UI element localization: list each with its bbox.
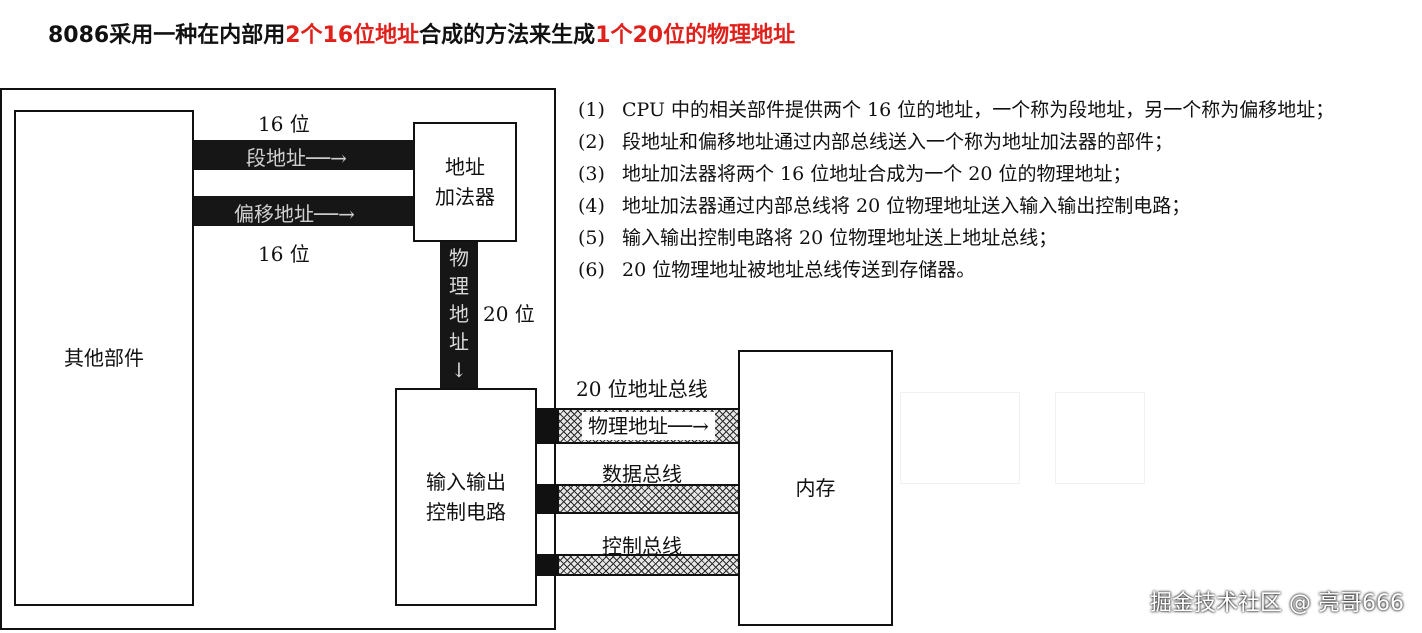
other-parts-label: 其他部件 bbox=[64, 346, 144, 370]
control-bus-stub bbox=[537, 554, 559, 576]
vertical-char: 地 bbox=[449, 302, 469, 326]
data-bus-stub bbox=[537, 484, 559, 514]
page-title: 8086采用一种在内部用2个16位地址合成的方法来生成1个20位的物理地址 bbox=[48, 18, 795, 54]
io-control-box: 输入输出 控制电路 bbox=[395, 388, 537, 606]
other-parts-box: 其他部件 bbox=[14, 110, 194, 606]
memory-label: 内存 bbox=[795, 476, 836, 500]
title-highlight-1: 2个16位地址 bbox=[285, 23, 420, 48]
address-bus-stub bbox=[537, 408, 559, 444]
io-label-line2: 控制电路 bbox=[426, 500, 506, 524]
down-arrow-icon: ↓ bbox=[450, 358, 468, 382]
adder-label-line1: 地址 bbox=[445, 155, 485, 179]
background-grid bbox=[900, 392, 1020, 484]
offset-address-bus bbox=[194, 196, 414, 226]
segment-bus-label: 段地址──→ bbox=[246, 146, 347, 170]
vertical-char: 物 bbox=[449, 246, 469, 270]
list-item: (1)CPU 中的相关部件提供两个 16 位的地址，一个称为段地址，另一个称为偏… bbox=[578, 99, 1335, 121]
list-item: (6)20 位物理地址被地址总线传送到存储器。 bbox=[578, 259, 976, 281]
memory-box: 内存 bbox=[738, 350, 893, 626]
adder-label-line2: 加法器 bbox=[435, 185, 495, 209]
title-part-1: 8086采用一种在内部用 bbox=[48, 23, 286, 48]
background-grid bbox=[1055, 392, 1145, 484]
physical-address-internal-bus bbox=[440, 242, 478, 388]
list-item: (3)地址加法器将两个 16 位地址合成为一个 20 位的物理地址； bbox=[578, 163, 1132, 185]
address-bus-title: 20 位地址总线 bbox=[576, 377, 708, 401]
steps-list: (1)CPU 中的相关部件提供两个 16 位的地址，一个称为段地址，另一个称为偏… bbox=[578, 94, 1334, 286]
offset-width-label: 16 位 bbox=[258, 242, 310, 266]
io-label-line1: 输入输出 bbox=[426, 470, 506, 494]
vertical-char: 址 bbox=[449, 330, 469, 354]
offset-bus-label: 偏移地址──→ bbox=[234, 202, 355, 226]
segment-width-label: 16 位 bbox=[258, 112, 310, 136]
list-item: (5)输入输出控制电路将 20 位物理地址送上地址总线； bbox=[578, 227, 1058, 249]
vertical-width-label: 20 位 bbox=[483, 302, 535, 326]
segment-address-bus bbox=[194, 140, 414, 170]
address-adder-box: 地址 加法器 bbox=[413, 122, 517, 242]
watermark: 掘金技术社区 @ 亮哥666 bbox=[1150, 591, 1404, 616]
data-bus-label: 数据总线 bbox=[602, 462, 682, 486]
list-item: (2)段地址和偏移地址通过内部总线送入一个称为地址加法器的部件； bbox=[578, 131, 1174, 153]
title-part-3: 合成的方法来生成 bbox=[419, 23, 596, 48]
title-highlight-2: 1个20位的物理地址 bbox=[595, 23, 796, 48]
vertical-char: 理 bbox=[449, 274, 469, 298]
address-bus-label: 物理地址──→ bbox=[582, 412, 715, 440]
data-bus bbox=[557, 484, 740, 514]
list-item: (4)地址加法器通过内部总线将 20 位物理地址送入输入输出控制电路； bbox=[578, 195, 1191, 217]
control-bus bbox=[557, 554, 740, 576]
